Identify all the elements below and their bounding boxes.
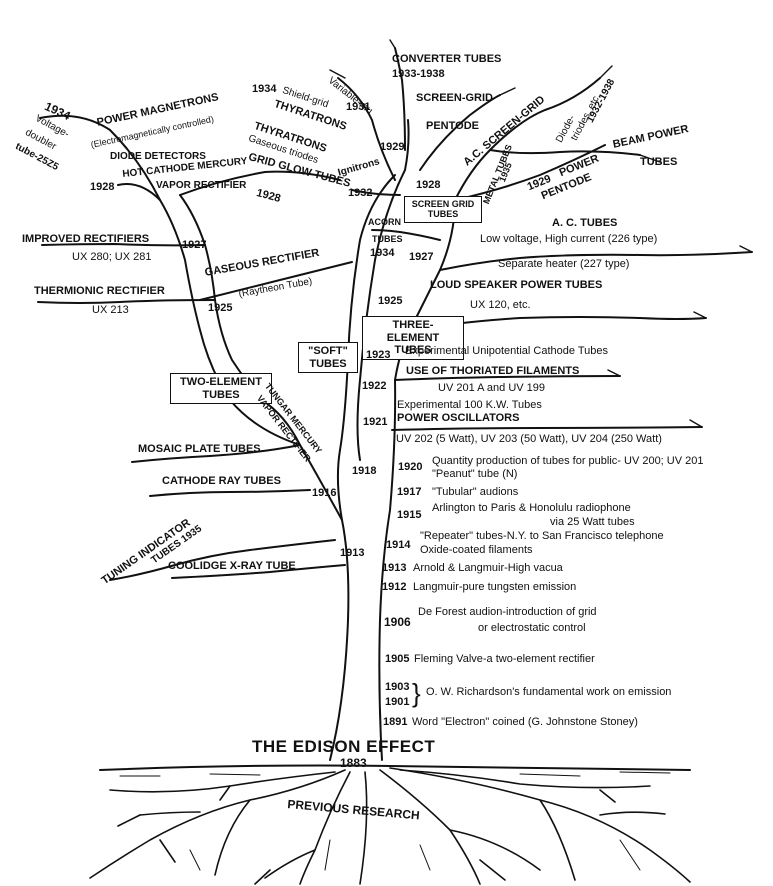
ac-tubes-year: 1927 (409, 251, 434, 263)
event-text-1891: Word "Electron" coined (G. Johnstone Sto… (412, 716, 638, 728)
event-year-1917: 1917 (397, 486, 422, 498)
event-year-1920: 1920 (398, 461, 423, 473)
roots (89, 767, 691, 885)
event-year-1914: 1914 (386, 539, 411, 551)
event-text-1923: Experimental Unipotential Cathode Tubes (405, 345, 609, 357)
event-year-1912: 1912 (382, 581, 407, 593)
event-text-1903: O. W. Richardson's fundamental work on e… (426, 686, 672, 698)
event-text2-1922: UV 201 A and UV 199 (438, 382, 546, 394)
shield-grid-year: 1934 (252, 83, 277, 95)
two-element-line2: TUBES (202, 388, 240, 401)
event-text-1920: Quantity production of tubes for public-… (432, 455, 704, 467)
two-element-tubes-box: TWO-ELEMENT TUBES (170, 373, 272, 405)
loud-speaker-year: 1925 (378, 295, 403, 307)
tungar-year: 1918 (352, 465, 377, 477)
thermionic-rectifier-sub: UX 213 (92, 304, 129, 316)
event-year-1923: 1923 (366, 349, 391, 361)
event-text2-1914: Oxide-coated filaments (420, 544, 533, 556)
ignitrons-year: 1932 (348, 187, 373, 199)
event-year-1901: 1901 (385, 696, 410, 708)
ac-tubes-line1: Low voltage, High current (226 type) (480, 233, 658, 245)
event-year-1921: 1921 (363, 416, 388, 428)
beam-power-title2: TUBES (640, 156, 678, 168)
three-element-line1: THREE-ELEMENT (386, 319, 440, 344)
event-text-1921: Experimental 100 K.W. Tubes (397, 399, 542, 411)
loud-speaker-sub: UX 120, etc. (470, 299, 531, 311)
loud-speaker-title: LOUD SPEAKER POWER TUBES (430, 279, 603, 291)
event-year-1906: 1906 (384, 615, 411, 629)
ground-line (99, 764, 691, 777)
soft-tubes-box: "SOFT" TUBES (298, 342, 358, 374)
screen-grid-year: 1928 (416, 179, 441, 191)
event-text2-1920: "Peanut" tube (N) (432, 468, 518, 480)
coolidge-year: 1913 (340, 547, 365, 559)
event-text-1914: "Repeater" tubes-N.Y. to San Francisco t… (420, 530, 664, 542)
screen-grid-box-line2: TUBES (427, 209, 459, 220)
event-year-1913: 1913 (382, 562, 407, 574)
left-limb (37, 114, 353, 581)
event-text-1912: Langmuir-pure tungsten emission (413, 581, 577, 593)
event-year-1905: 1905 (385, 653, 410, 665)
two-element-line1: TWO-ELEMENT (180, 376, 262, 388)
hot-cathode-title2: VAPOR RECTIFIER (156, 180, 247, 191)
screen-grid-pentode-year: 1929 (380, 141, 405, 153)
coolidge-title: COOLIDGE X-RAY TUBE (168, 560, 296, 572)
three-element-tubes-box: THREE-ELEMENT TUBES (362, 316, 464, 360)
variable-mu-year: 1931 (346, 101, 371, 113)
thermionic-rectifier-title: THERMIONIC RECTIFIER (34, 285, 165, 297)
improved-rectifiers-sub: UX 280; UX 281 (72, 251, 152, 263)
acorn-title: ACORN (368, 217, 401, 227)
converter-title: CONVERTER TUBES (392, 53, 502, 65)
improved-rectifiers-year: 1927 (182, 239, 207, 251)
event-text-1913: Arnold & Langmuir-High vacua (413, 562, 563, 574)
event-text-1917: "Tubular" audions (432, 486, 519, 498)
event-text-1922: USE OF THORIATED FILAMENTS (406, 365, 580, 377)
three-element-line2: TUBES (394, 344, 432, 357)
acorn-title2: TUBES (372, 234, 403, 244)
event-text-1905: Fleming Valve-a two-element rectifier (414, 653, 595, 665)
soft-line2: TUBES (309, 357, 347, 370)
event-year-1915: 1915 (397, 509, 422, 521)
event-text2-1906: or electrostatic control (478, 622, 586, 634)
right-limbs (329, 39, 753, 431)
ac-tubes-line2: Separate heater (227 type) (498, 258, 630, 270)
root-year: 1883 (340, 756, 367, 770)
event-year-1891: 1891 (383, 716, 408, 728)
converter-years: 1933-1938 (392, 68, 445, 80)
event-text-1915: Arlington to Paris & Honolulu radiophone (432, 502, 631, 514)
diode-detectors-label: DIODE DETECTORS (110, 151, 206, 162)
improved-rectifiers-title: IMPROVED RECTIFIERS (22, 233, 150, 245)
hot-cathode-year: 1928 (90, 181, 115, 193)
cathode-ray-title: CATHODE RAY TUBES (162, 475, 281, 487)
event-year-1922: 1922 (362, 380, 387, 392)
screen-grid-box-line1: SCREEN GRID (411, 199, 475, 209)
gaseous-rectifier-year: 1925 (208, 302, 233, 314)
event-year-1903: 1903 (385, 681, 410, 693)
diagram-title: THE EDISON EFFECT (252, 737, 436, 756)
acorn-year: 1934 (370, 247, 395, 259)
cathode-ray-year: 1916 (312, 487, 337, 499)
mosaic-plate-label: MOSAIC PLATE TUBES (138, 443, 261, 455)
event-text2-1921: POWER OSCILLATORS (397, 412, 520, 424)
brace-glyph: } (412, 678, 421, 708)
screen-grid-tubes-box: SCREEN GRID TUBES (404, 196, 482, 223)
screen-grid-pentode-title: SCREEN-GRID (416, 92, 494, 104)
soft-line1: "SOFT" (308, 345, 348, 357)
event-text-1906: De Forest audion-introduction of grid (418, 606, 597, 618)
oscillator-models: UV 202 (5 Watt), UV 203 (50 Watt), UV 20… (396, 433, 662, 445)
screen-grid-pentode-title2: PENTODE (426, 120, 479, 132)
event-text2-1915: via 25 Watt tubes (550, 516, 635, 528)
ac-tubes-title: A. C. TUBES (552, 217, 618, 229)
